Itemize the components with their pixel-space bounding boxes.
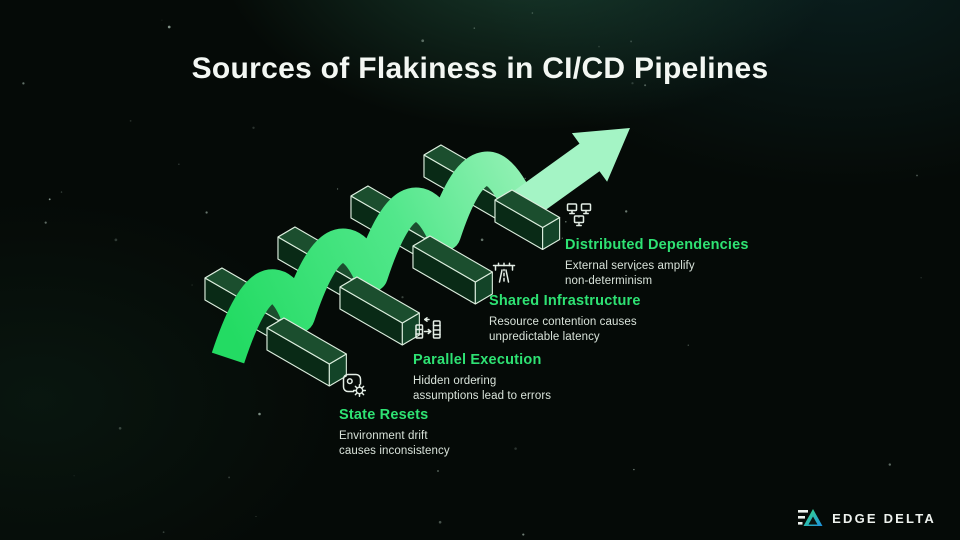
item-heading: State Resets [339, 407, 429, 423]
description-line: Environment drift [339, 430, 428, 442]
item-description: Resource contention causes unpredictable… [489, 315, 704, 344]
description-line: causes inconsistency [339, 444, 450, 457]
description-line: non-determinism [565, 274, 653, 287]
ribbon-path [211, 151, 536, 364]
description-line: unpredictable latency [489, 330, 600, 343]
item-heading: Shared Infrastructure [489, 293, 641, 309]
item-heading: Parallel Execution [413, 352, 542, 368]
item-state-resets: State Resets Environment drift causes in… [339, 370, 554, 458]
item-description: Environment drift causes inconsistency [339, 429, 554, 458]
item-description: External services amplify non-determinis… [565, 259, 780, 288]
parallel-columns-icon [415, 317, 441, 339]
edge-delta-mark-icon [798, 509, 823, 526]
highway-icon [492, 262, 516, 283]
item-shared-infrastructure: Shared Infrastructure Resource contentio… [489, 256, 704, 344]
page-title: Sources of Flakiness in CI/CD Pipelines [191, 52, 769, 85]
front-blocks [266, 189, 561, 387]
item-distributed-dependencies: Distributed Dependencies External servic… [565, 200, 780, 288]
description-line: Hidden ordering [413, 375, 497, 387]
logo-text: EDGE DELTA [832, 510, 936, 526]
item-parallel-execution: Parallel Execution Hidden ordering assum… [413, 315, 628, 403]
stars-background [22, 12, 922, 536]
arrow-head [512, 128, 630, 220]
distributed-monitors-icon [566, 203, 592, 227]
description-line: External services amplify [565, 260, 695, 272]
reset-gear-icon [342, 373, 367, 398]
item-heading: Distributed Dependencies [565, 237, 749, 253]
description-line: assumptions lead to errors [413, 389, 552, 402]
edge-delta-logo: EDGE DELTA [798, 508, 936, 528]
description-line: Resource contention causes [489, 316, 637, 328]
item-description: Hidden ordering assumptions lead to erro… [413, 374, 628, 403]
